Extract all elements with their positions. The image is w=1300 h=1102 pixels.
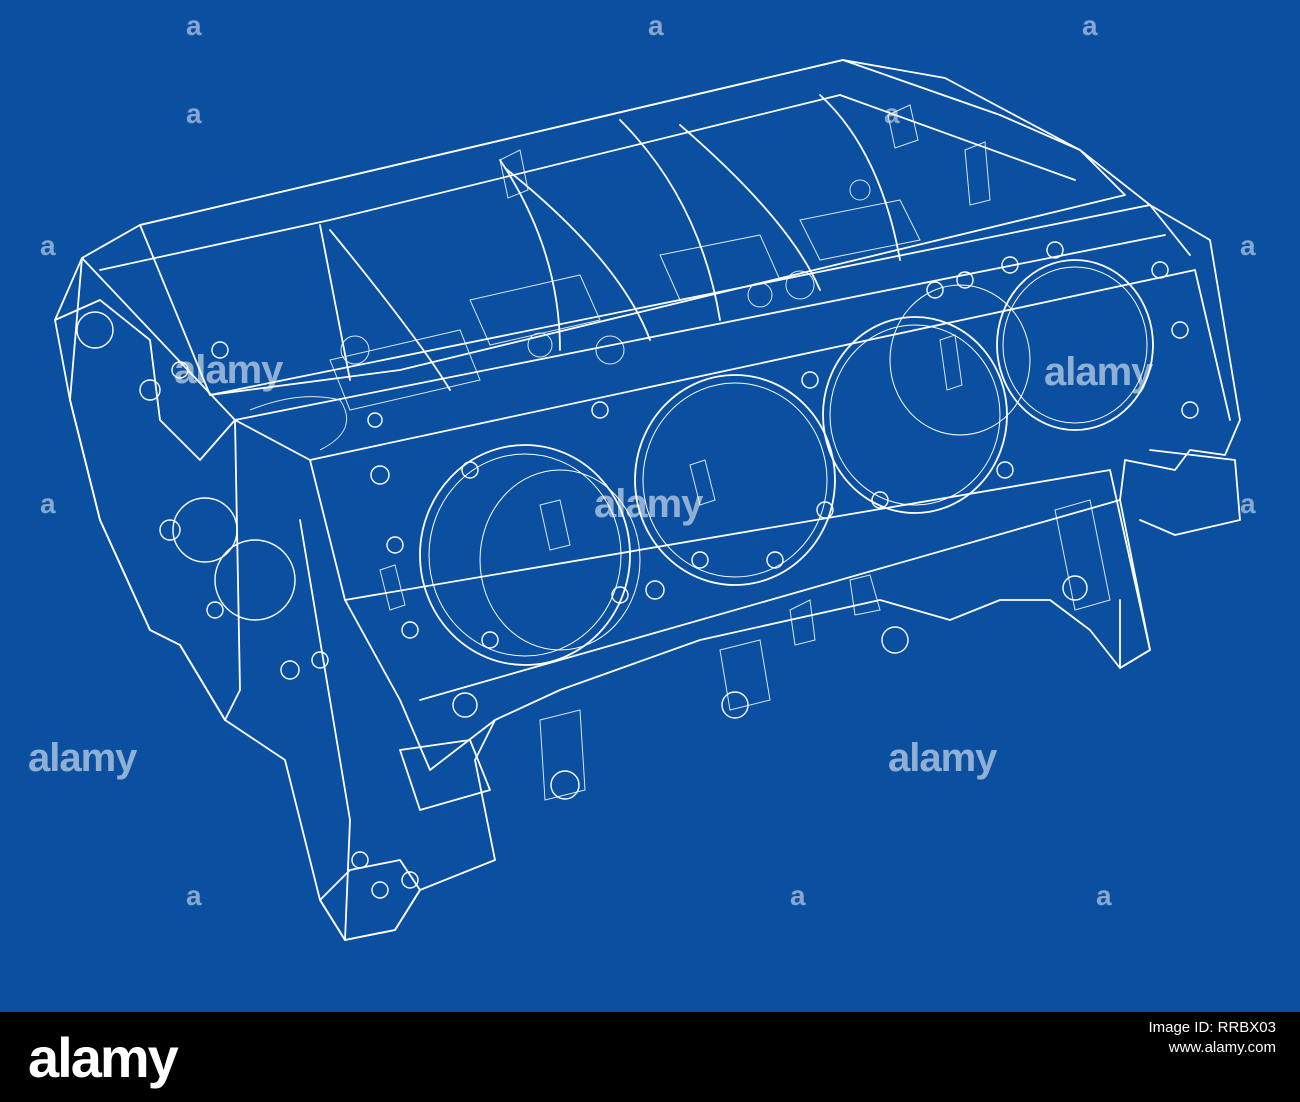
- watermark-word: alamy: [1044, 350, 1153, 394]
- bore-4: [996, 259, 1154, 431]
- cross-wall-4: [819, 94, 901, 261]
- bolt-holes: [76, 241, 1199, 899]
- watermark-mark: a: [648, 10, 664, 41]
- watermark-word: alamy: [174, 348, 283, 392]
- watermark-word: alamy: [888, 736, 997, 780]
- watermark-word: alamy: [28, 736, 137, 780]
- watermark-mark: a: [186, 98, 202, 129]
- footer-info: Image ID: RRBX03 www.alamy.com: [1148, 1018, 1276, 1059]
- block-skirt: [234, 419, 496, 771]
- footer-bar: alamy Image ID: RRBX03 www.alamy.com: [0, 1012, 1300, 1102]
- watermark-mark: a: [40, 230, 56, 261]
- watermark-mark: a: [1240, 488, 1256, 519]
- bore-1: [419, 444, 631, 666]
- watermark-mark: a: [1082, 10, 1098, 41]
- watermark-word: alamy: [594, 482, 703, 526]
- internal-components: [249, 104, 1111, 801]
- cross-wall-2: [499, 159, 561, 351]
- blueprint-background: [0, 0, 1300, 1012]
- end-face: [69, 257, 241, 721]
- watermark-mark: a: [186, 880, 202, 911]
- watermark-mark: a: [790, 880, 806, 911]
- watermark-mark: a: [1096, 880, 1112, 911]
- footer-logo: alamy: [28, 1026, 179, 1089]
- bore-2: [634, 374, 836, 586]
- watermark-mark: a: [186, 10, 202, 41]
- cross-wall-3: [619, 119, 721, 321]
- front-foot: [319, 859, 421, 941]
- image-id-label: Image ID: RRBX03: [1148, 1019, 1276, 1036]
- footer-url: www.alamy.com: [1168, 1039, 1276, 1057]
- watermark-mark: a: [884, 98, 900, 129]
- deck-top-inner: [139, 59, 1126, 396]
- engine-block-drawing: [0, 0, 1300, 1012]
- deck-front-edge: [209, 204, 1191, 396]
- watermark-mark: a: [1240, 230, 1256, 261]
- rear-foot: [1139, 449, 1241, 536]
- cylinder-bores: [419, 259, 1154, 666]
- cross-wall-1: [319, 224, 351, 381]
- watermark-mark: a: [40, 488, 56, 519]
